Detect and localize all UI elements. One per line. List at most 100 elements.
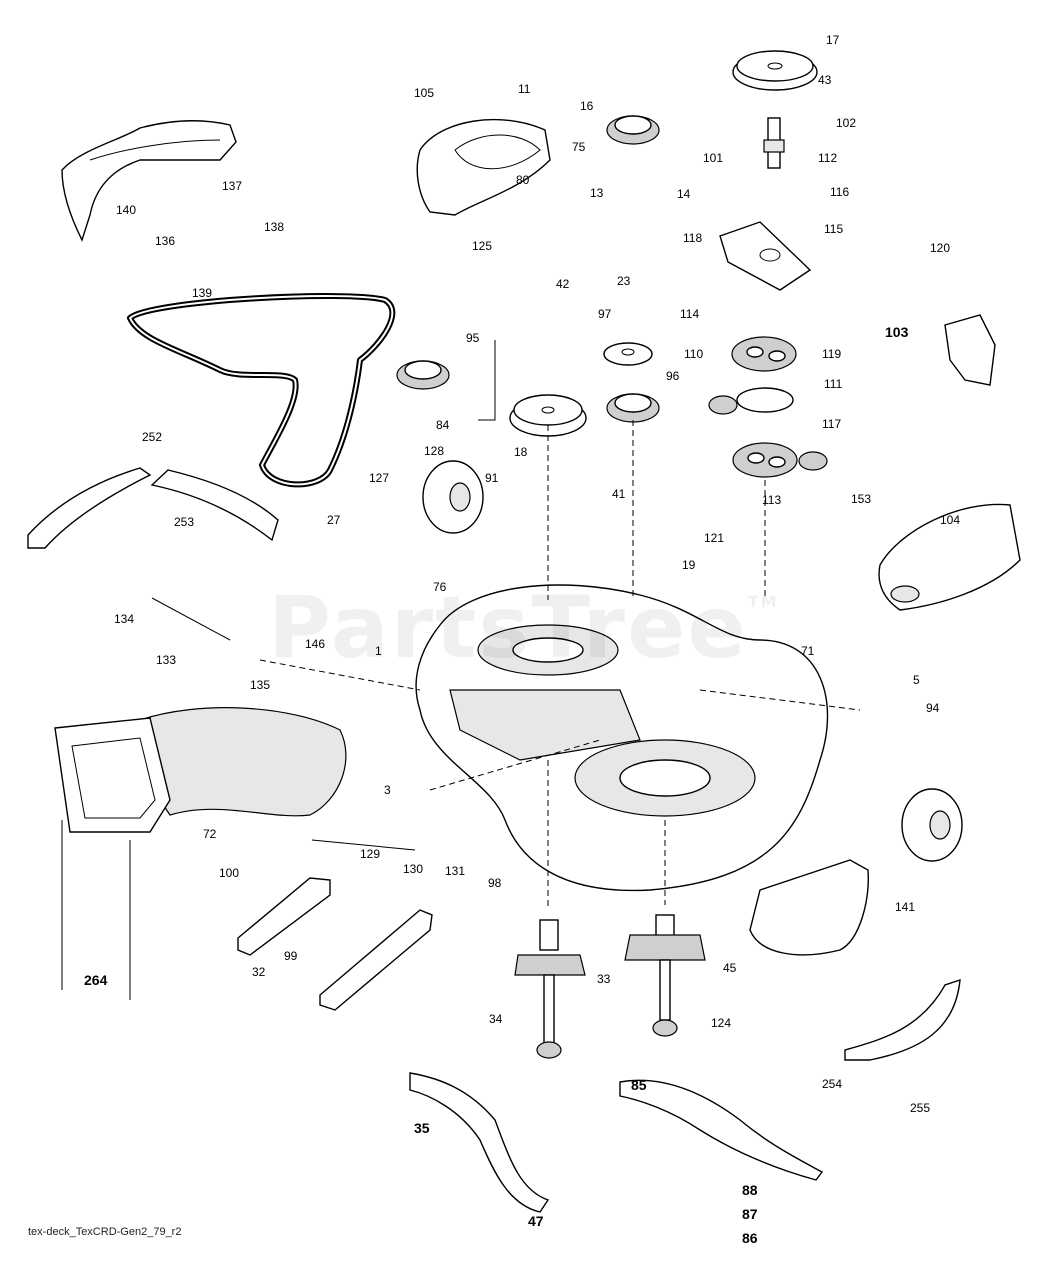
rod-129 [311,839,416,851]
callout: 112 [818,151,837,165]
callout: 135 [250,678,270,692]
callout: 134 [114,612,134,626]
callout: 98 [488,876,502,890]
callout: 47 [528,1213,544,1229]
watermark: PartsTreeTM [268,578,779,678]
callout: 131 [445,864,465,878]
callout-labels: 17 43 102 112 101 116 11 16 75 14 13 80 … [84,33,960,1246]
drawing-caption: tex-deck_TexCRD-Gen2_79_r2 [28,1226,182,1238]
callout: 121 [704,531,724,545]
callout: 137 [222,179,242,193]
callout: 94 [926,701,940,715]
wheel-128-left [422,460,484,534]
callout: 87 [742,1206,758,1222]
callout: 23 [617,274,631,288]
pulley-43-mid [509,394,587,437]
callout: 255 [910,1101,930,1115]
callout: 32 [252,965,266,979]
callout: 17 [826,33,840,47]
callout: 45 [723,961,737,975]
callout: 27 [327,513,341,527]
shaft-112 [763,117,785,169]
pulley-43-top [732,50,818,91]
callout: 80 [516,173,530,187]
callout: 146 [305,637,325,651]
idler-75-left [396,360,450,390]
callout: 125 [472,239,492,253]
callout: 138 [264,220,284,234]
spindle-33 [514,919,586,1059]
callout: 11 [518,82,531,96]
callout: 129 [360,847,380,861]
callout: 34 [489,1012,503,1026]
callout: 16 [580,99,594,113]
callout: 13 [590,186,604,200]
guard-141 [749,859,869,956]
callout: 95 [466,331,480,345]
callout: 91 [485,471,499,485]
callout: 116 [830,185,849,199]
callout: 3 [384,783,391,797]
callout: 88 [742,1182,758,1198]
gear-110-left [708,395,738,415]
callout: 139 [192,286,212,300]
callout: 120 [930,241,950,255]
blade-85 [619,1079,824,1181]
arm-253 [150,469,279,542]
callout: 41 [612,487,626,501]
callout: 114 [680,307,699,321]
callout: 35 [414,1120,430,1136]
callout: 130 [403,862,423,876]
callout: 127 [369,471,389,485]
callout: 140 [116,203,136,217]
callout: 14 [677,187,691,201]
callout: 72 [203,827,217,841]
blade-35 [409,1072,550,1213]
callout: 102 [836,116,856,130]
arm-252 [27,467,152,549]
callout: 113 [762,493,781,507]
callout: 111 [824,377,843,391]
callout: 128 [424,444,444,458]
arm-254 [844,978,961,1061]
callout: 1 [375,644,382,658]
callout: 71 [801,644,815,658]
callout: 124 [711,1016,731,1030]
callout: 105 [414,86,434,100]
belt-shield-140 [61,120,237,242]
callout: 133 [156,653,176,667]
shield-103 [944,314,996,386]
pulley-97 [603,342,653,366]
bracket-118 [719,221,812,291]
gear-119-top [731,336,797,372]
callout: 110 [684,347,703,361]
arm-99-upper [237,877,331,956]
discharge-chute-72 [54,707,347,833]
callout: 118 [683,231,702,245]
callout: 96 [666,369,680,383]
callout: 86 [742,1230,758,1246]
callout: 33 [597,972,611,986]
callout: 119 [822,347,841,361]
mower-deck-1 [415,584,829,892]
callout: 85 [631,1077,647,1093]
bracket-84 [478,340,496,421]
gear-110-right [798,451,828,471]
wheel-128-right [901,788,963,862]
deflector-105 [416,118,551,216]
callout: 42 [556,277,570,291]
gear-119-bottom [732,442,798,478]
idler-75-top [606,115,660,145]
deflector-104 [878,503,1021,611]
callout: 101 [703,151,723,165]
callout: 75 [572,140,586,154]
callout: 19 [682,558,696,572]
callout: 84 [436,418,450,432]
callout: 100 [219,866,239,880]
callout: 136 [155,234,175,248]
rod-134 [151,597,231,641]
arm-99-lower [319,909,433,1011]
callout: 117 [822,417,841,431]
gasket-111 [736,387,794,413]
